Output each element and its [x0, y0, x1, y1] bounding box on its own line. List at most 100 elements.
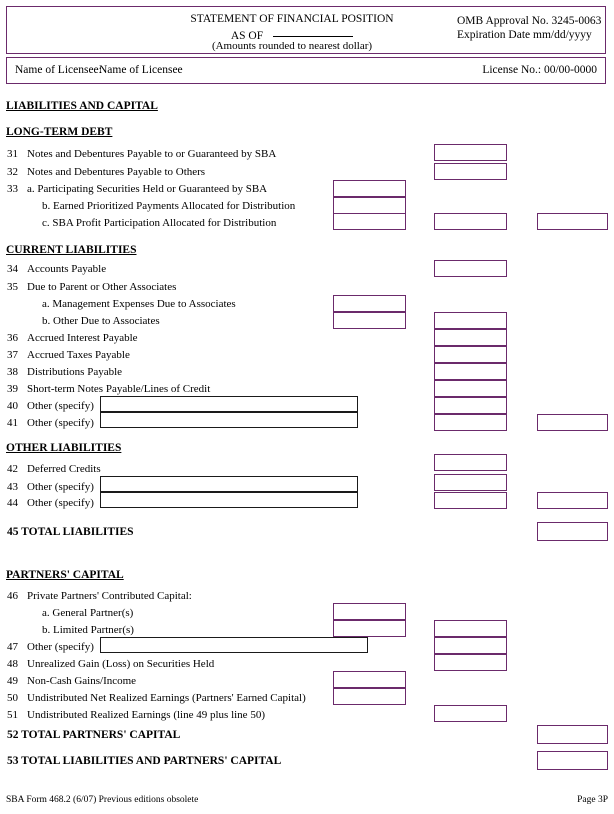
row-37-label: Accrued Taxes Payable [27, 349, 130, 361]
row-46-number: 46 [7, 590, 18, 602]
row-52-total-partners-capital-amount[interactable] [537, 725, 608, 744]
row-33c-amount-col3[interactable] [537, 213, 608, 230]
row-44-number: 44 [7, 497, 18, 509]
expiration-date-text: Expiration Date mm/dd/yyyy [457, 29, 592, 41]
row-46b-label: b. Limited Partner(s) [42, 624, 134, 636]
row-33c-amount-col2[interactable] [434, 213, 507, 230]
row-35b-amount-col2[interactable] [434, 312, 507, 329]
row-43-label: Other (specify) [27, 481, 94, 493]
row-41-label: Other (specify) [27, 417, 94, 429]
row-35-number: 35 [7, 281, 18, 293]
row-52-total-partners-capital-label: 52 TOTAL PARTNERS' CAPITAL [7, 729, 181, 741]
row-33-number: 33 [7, 183, 18, 195]
row-43-specify-input[interactable] [100, 476, 358, 492]
row-40-amount-col2[interactable] [434, 397, 507, 414]
row-42-number: 42 [7, 463, 18, 475]
row-41-number: 41 [7, 417, 18, 429]
row-47-amount-col2[interactable] [434, 637, 507, 654]
row-51-label: Undistributed Realized Earnings (line 49… [27, 709, 265, 721]
row-47-number: 47 [7, 641, 18, 653]
row-34-label: Accounts Payable [27, 263, 107, 275]
row-47-specify-input[interactable] [100, 637, 368, 653]
row-51-number: 51 [7, 709, 18, 721]
row-44-amount-col3[interactable] [537, 492, 608, 509]
row-41-amount-col3[interactable] [537, 414, 608, 431]
section-long-term-debt: LONG-TERM DEBT [6, 126, 113, 138]
row-36-amount-col2[interactable] [434, 329, 507, 346]
row-33b-amount-col1[interactable] [333, 197, 406, 214]
section-liabilities-and-capital: LIABILITIES AND CAPITAL [6, 100, 158, 112]
row-50-number: 50 [7, 692, 18, 704]
row-35b-amount-col1[interactable] [333, 312, 406, 329]
row-53-total-liabilities-and-capital-amount[interactable] [537, 751, 608, 770]
row-49-amount-col1[interactable] [333, 671, 406, 688]
row-32-amount-col2[interactable] [434, 163, 507, 180]
row-32-number: 32 [7, 166, 18, 178]
row-46b-amount-col1[interactable] [333, 620, 406, 637]
row-31-number: 31 [7, 148, 18, 160]
row-46b-amount-col2[interactable] [434, 620, 507, 637]
row-45-total-liabilities-label: 45 TOTAL LIABILITIES [7, 526, 134, 538]
row-35b-label: b. Other Due to Associates [42, 315, 160, 327]
licensee-name-label: Name of Licensee: [15, 64, 102, 76]
row-33a-label: a. Participating Securities Held or Guar… [27, 183, 268, 195]
row-33b-label: b. Earned Prioritized Payments Allocated… [42, 200, 296, 212]
row-41-amount-col2[interactable] [434, 414, 507, 431]
row-42-label: Deferred Credits [27, 463, 101, 475]
row-40-specify-input[interactable] [100, 396, 358, 412]
row-50-label: Undistributed Net Realized Earnings (Par… [27, 692, 306, 704]
row-43-number: 43 [7, 481, 18, 493]
row-37-number: 37 [7, 349, 18, 361]
footer-form-id: SBA Form 468.2 (6/07) Previous editions … [6, 795, 199, 805]
row-31-amount-col2[interactable] [434, 144, 507, 161]
row-41-specify-input[interactable] [100, 412, 358, 428]
row-36-label: Accrued Interest Payable [27, 332, 138, 344]
licensee-box: Name of Licensee: Name of Licensee Licen… [6, 57, 606, 84]
row-38-number: 38 [7, 366, 18, 378]
form-header-box: STATEMENT OF FINANCIAL POSITION AS OF (A… [6, 6, 606, 54]
row-46a-label: a. General Partner(s) [42, 607, 134, 619]
row-36-number: 36 [7, 332, 18, 344]
row-39-label: Short-term Notes Payable/Lines of Credit [27, 383, 211, 395]
section-partners-capital: PARTNERS' CAPITAL [6, 569, 124, 581]
row-37-amount-col2[interactable] [434, 346, 507, 363]
row-47-label: Other (specify) [27, 641, 94, 653]
form-subtitle: (Amounts rounded to nearest dollar) [211, 40, 373, 52]
row-43-amount-col2[interactable] [434, 474, 507, 491]
row-48-label: Unrealized Gain (Loss) on Securities Hel… [27, 658, 215, 670]
row-34-number: 34 [7, 263, 18, 275]
row-45-total-liabilities-amount[interactable] [537, 522, 608, 541]
as-of-label: AS OF [230, 30, 264, 42]
row-44-specify-input[interactable] [100, 492, 358, 508]
section-current-liabilities: CURRENT LIABILITIES [6, 244, 137, 256]
row-40-number: 40 [7, 400, 18, 412]
row-34-amount-col2[interactable] [434, 260, 507, 277]
omb-approval-text: OMB Approval No. 3245-0063 [457, 15, 602, 27]
form-title: STATEMENT OF FINANCIAL POSITION [190, 13, 394, 25]
row-42-amount-col2[interactable] [434, 454, 507, 471]
row-39-number: 39 [7, 383, 18, 395]
row-48-amount-col2[interactable] [434, 654, 507, 671]
row-53-total-liabilities-and-capital-label: 53 TOTAL LIABILITIES AND PARTNERS' CAPIT… [7, 755, 282, 767]
row-35-label: Due to Parent or Other Associates [27, 281, 177, 293]
as-of-date-blank[interactable] [273, 26, 354, 37]
license-number-value[interactable]: License No.: 00/00-0000 [482, 64, 597, 76]
row-44-label: Other (specify) [27, 497, 94, 509]
row-35a-amount-col1[interactable] [333, 295, 406, 312]
row-32-label: Notes and Debentures Payable to Others [27, 166, 206, 178]
row-39-amount-col2[interactable] [434, 380, 507, 397]
row-35a-label: a. Management Expenses Due to Associates [42, 298, 236, 310]
row-50-amount-col1[interactable] [333, 688, 406, 705]
row-44-amount-col2[interactable] [434, 492, 507, 509]
row-51-amount-col2[interactable] [434, 705, 507, 722]
row-31-label: Notes and Debentures Payable to or Guara… [27, 148, 277, 160]
row-38-amount-col2[interactable] [434, 363, 507, 380]
row-46a-amount-col1[interactable] [333, 603, 406, 620]
row-33c-label: c. SBA Profit Participation Allocated fo… [42, 217, 277, 229]
row-33c-amount-col1[interactable] [333, 213, 406, 230]
row-48-number: 48 [7, 658, 18, 670]
licensee-name-value[interactable]: Name of Licensee [99, 64, 183, 76]
row-33a-amount-col1[interactable] [333, 180, 406, 197]
row-49-number: 49 [7, 675, 18, 687]
row-38-label: Distributions Payable [27, 366, 123, 378]
